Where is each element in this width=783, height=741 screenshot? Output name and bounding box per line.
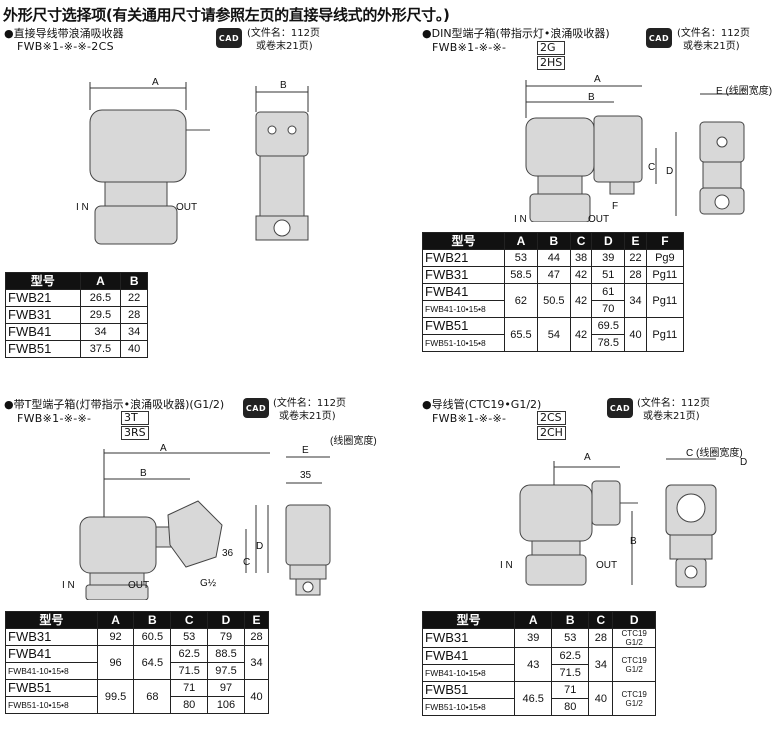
s3-dim-e: E: [302, 445, 309, 456]
s3-drawing: [79, 449, 331, 600]
s2-dim-b: B: [588, 92, 595, 103]
s2-cad-file2: 或卷末21页): [683, 41, 740, 52]
s3-model: FWB※1-※-※-: [17, 412, 92, 425]
s4-cad-file2: 或卷末21页): [643, 411, 700, 422]
s3-dim-36: 36: [222, 548, 234, 559]
s3-dim-35: 35: [300, 470, 312, 481]
s1-heading: ●直接导线带浪涌吸收器: [4, 27, 124, 40]
s2-out: OUT: [588, 214, 610, 225]
s4-heading: ●导线管(CTC19•G1/2): [422, 398, 542, 411]
s3-out: OUT: [128, 580, 150, 591]
s4-dim-a: A: [584, 452, 591, 463]
s2-dim-e: E (线圈宽度): [716, 86, 773, 97]
s3-cad-file: (文件名：112页: [273, 398, 346, 409]
s2-in: I N: [514, 214, 527, 225]
s3-cad-icon[interactable]: CAD: [243, 398, 269, 418]
s2-dim-f: F: [612, 201, 619, 212]
s4-drawing: [519, 458, 717, 588]
s1-cad-icon[interactable]: CAD: [216, 28, 242, 48]
s4-cad-icon[interactable]: CAD: [607, 398, 633, 418]
s1-cad-file: (文件名：112页: [247, 28, 320, 39]
s4-dim-c: C (线圈宽度): [686, 448, 743, 459]
s4-model: FWB※1-※-※-: [432, 412, 507, 425]
s1-cad-file2: 或卷末21页): [256, 41, 313, 52]
s2-suffix-2hs: 2HS: [537, 56, 566, 70]
s2-cad-file: (文件名：112页: [677, 28, 750, 39]
s3-dim-a: A: [160, 443, 167, 454]
s2-dim-c: C: [648, 162, 656, 173]
s3-in: I N: [62, 580, 75, 591]
s3-suffix-3rs: 3RS: [121, 426, 149, 440]
s1-out: OUT: [176, 202, 198, 213]
s2-model: FWB※1-※-※-: [432, 41, 507, 54]
s2-cad-icon[interactable]: CAD: [646, 28, 672, 48]
s1-dim-a: A: [152, 77, 159, 88]
s4-dim-b: B: [630, 536, 637, 547]
s1-in: I N: [76, 202, 89, 213]
s2-dim-a: A: [594, 74, 601, 85]
s2-suffix-2g: 2G: [537, 41, 566, 55]
s1-model: FWB※1-※-※-2CS: [17, 40, 114, 53]
s3-suffix-3t: 3T: [121, 411, 149, 425]
s2-drawing: [525, 80, 745, 222]
page-title: 外形尺寸选择项(有关通用尺寸请参照左页的直接导线式的外形尺寸。): [3, 6, 450, 24]
s3-dim-c: C: [243, 557, 251, 568]
s3-coil: (线圈宽度): [330, 436, 377, 447]
s4-suffix-2ch: 2CH: [537, 426, 566, 440]
s2-dim-d: D: [666, 166, 674, 177]
s3-cad-file2: 或卷末21页): [279, 411, 336, 422]
s4-out: OUT: [596, 560, 618, 571]
s4-dim-d: D: [740, 457, 748, 468]
s3-dim-d: D: [256, 541, 264, 552]
s2-heading: ●DIN型端子箱(带指示灯•浪涌吸收器): [422, 27, 610, 40]
s3-heading: ●带T型端子箱(灯带指示•浪涌吸收器)(G1/2): [4, 398, 225, 411]
s4-cad-file: (文件名：112页: [637, 398, 710, 409]
s3-dim-b: B: [140, 468, 147, 479]
s1-drawing: [89, 82, 309, 245]
s3-g: G½: [200, 578, 217, 589]
s4-in: I N: [500, 560, 513, 571]
s1-dim-b: B: [280, 80, 287, 91]
s4-suffix-2cs: 2CS: [537, 411, 566, 425]
